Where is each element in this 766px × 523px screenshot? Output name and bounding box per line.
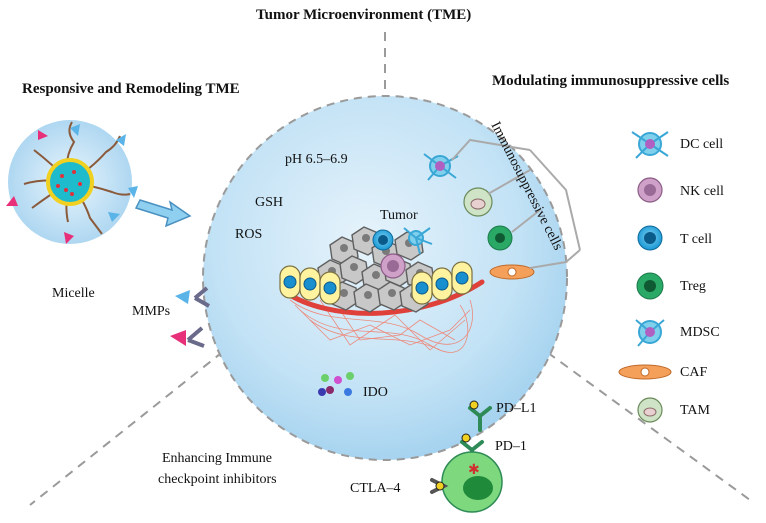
legend-caf: CAF — [680, 365, 708, 380]
ecm-mesh — [289, 299, 473, 353]
mmps-label: MMPs — [132, 304, 171, 319]
immunosuppressive-bracket — [451, 138, 581, 269]
tumor-nuclei — [328, 234, 424, 299]
tumor-dc-cell — [403, 227, 433, 255]
ph-label: pH 6.5–6.9 — [285, 152, 348, 167]
ido-label: IDO — [363, 385, 388, 400]
svg-text:✱: ✱ — [468, 462, 480, 478]
legend-dc-cell: DC cell — [680, 137, 724, 152]
section-bottom-title-line2: checkpoint inhibitors — [158, 472, 277, 487]
legend-treg: Treg — [680, 279, 706, 294]
mmp-receptors — [170, 286, 210, 348]
ido-molecules — [318, 372, 354, 396]
legend-t-cell: T cell — [680, 232, 713, 247]
diagram-title: Tumor Microenvironment (TME) — [256, 7, 472, 23]
pd-1-label: PD–1 — [495, 439, 527, 454]
ros-label: ROS — [235, 227, 263, 242]
tumor-cluster — [317, 226, 435, 313]
micelle-label: Micelle — [52, 286, 95, 301]
tumor-label: Tumor — [380, 208, 418, 223]
blood-vessel — [282, 279, 485, 316]
legend-tam: TAM — [680, 403, 710, 418]
pd-l1-antibody — [468, 406, 492, 432]
section-right-title: Modulating immunosuppressive cells — [492, 73, 730, 89]
section-left-title: Responsive and Remodeling TME — [22, 81, 240, 97]
ctla-4-label: CTLA–4 — [350, 481, 401, 496]
pd-l1-label: PD–L1 — [496, 401, 537, 416]
section-bottom-title-line1: Enhancing Immune — [162, 451, 273, 466]
gsh-label: GSH — [255, 195, 284, 210]
legend-mdsc: MDSC — [680, 325, 720, 340]
micelle-arrow — [134, 199, 192, 228]
legend-nk-cell: NK cell — [680, 184, 724, 199]
micelle-graphic — [6, 120, 138, 244]
